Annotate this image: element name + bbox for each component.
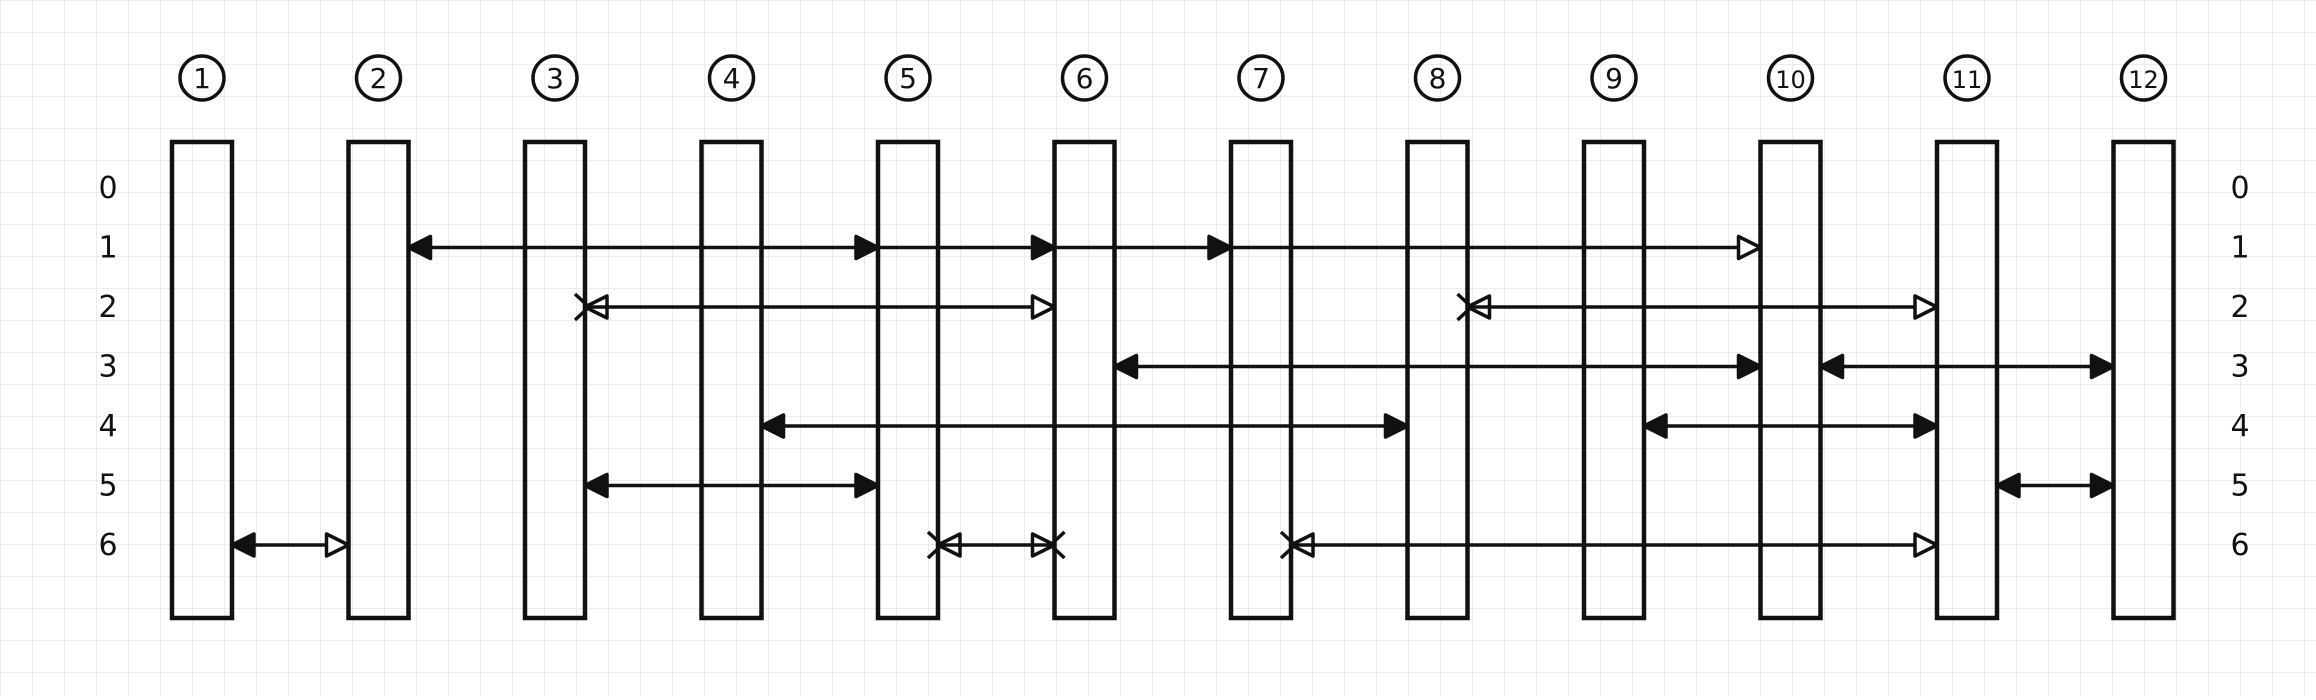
arrowhead-filled bbox=[406, 234, 433, 261]
column-header-label: 6 bbox=[1076, 62, 1094, 95]
arrowhead-filled bbox=[1383, 413, 1410, 439]
arrowhead-filled bbox=[1207, 234, 1233, 261]
arrowhead-open-chevron bbox=[1030, 530, 1066, 560]
column-bar-10 bbox=[1758, 139, 1823, 621]
row-label-right: 2 bbox=[2230, 290, 2249, 325]
row-label-right: 5 bbox=[2230, 469, 2249, 504]
row-label-left: 6 bbox=[98, 528, 117, 563]
row-label-right: 3 bbox=[2230, 350, 2249, 385]
column-header-circle-4 bbox=[707, 54, 756, 102]
connection-6-to-10 bbox=[1112, 353, 1763, 380]
column-header-label: 12 bbox=[2128, 66, 2159, 94]
arrowhead-filled bbox=[1642, 413, 1668, 439]
column-header-circle-11 bbox=[1943, 54, 1991, 102]
arrowhead-filled bbox=[2089, 353, 2116, 380]
column-header-label: 8 bbox=[1429, 62, 1447, 95]
column-header-label: 5 bbox=[899, 62, 917, 95]
row-labels-layer: 0 0 1 1 2 2 3 3 4 4 5 5 6 6 bbox=[98, 171, 2249, 563]
column-bar-7 bbox=[1228, 139, 1294, 621]
column-bar-6 bbox=[1052, 139, 1117, 621]
arrowhead-open bbox=[324, 532, 351, 558]
columns-layer bbox=[169, 139, 2176, 621]
column-bar-2 bbox=[346, 139, 411, 621]
arrowhead-open-chevron bbox=[573, 292, 609, 322]
row-label-left: 4 bbox=[98, 409, 117, 444]
arrowhead-open bbox=[1913, 294, 1939, 320]
row-label-right: 0 bbox=[2230, 171, 2249, 206]
arrowhead-filled bbox=[1112, 353, 1139, 380]
column-header-circle-6 bbox=[1060, 54, 1109, 102]
arrowhead-filled bbox=[2089, 472, 2116, 499]
arrowhead-open-chevron bbox=[1279, 530, 1315, 560]
column-bar-12 bbox=[2111, 139, 2176, 621]
connection-9-to-11 bbox=[1642, 413, 1939, 439]
connection-7-to-11 bbox=[1279, 530, 1939, 560]
connection-4-to-8 bbox=[759, 413, 1410, 439]
column-bar-4 bbox=[699, 139, 764, 621]
row-label-left: 2 bbox=[98, 290, 117, 325]
row-label-left: 5 bbox=[98, 469, 117, 504]
connection-5-to-6 bbox=[926, 530, 1066, 560]
column-header-label: 7 bbox=[1252, 62, 1270, 95]
arrowhead-filled bbox=[583, 472, 609, 499]
column-bar-8 bbox=[1405, 139, 1470, 621]
row-label-right: 4 bbox=[2230, 409, 2249, 444]
arrowhead-open-chevron bbox=[926, 530, 962, 560]
arrowhead-filled bbox=[854, 234, 880, 261]
row-label-right: 1 bbox=[2230, 231, 2249, 266]
row-label-left: 1 bbox=[98, 231, 117, 266]
arrowhead-filled bbox=[1995, 472, 2021, 499]
column-header-label: 11 bbox=[1952, 66, 1983, 94]
connection-2-to-10 bbox=[406, 234, 1763, 261]
arrowhead-open bbox=[1736, 234, 1763, 261]
arrowhead-filled bbox=[1818, 353, 1845, 380]
connection-11-to-12 bbox=[1995, 472, 2116, 499]
connection-8-to-11 bbox=[1456, 292, 1939, 322]
column-header-circle-5 bbox=[884, 54, 932, 102]
column-header-label: 4 bbox=[723, 62, 741, 95]
column-header-circle-3 bbox=[531, 54, 579, 102]
column-header-label: 2 bbox=[370, 62, 388, 95]
arrowhead-filled bbox=[759, 413, 786, 439]
column-header-circle-8 bbox=[1413, 54, 1462, 102]
column-header-circle-10 bbox=[1766, 54, 1815, 102]
row-label-left: 3 bbox=[98, 350, 117, 385]
connection-10-to-12 bbox=[1818, 353, 2116, 380]
column-header-label: 1 bbox=[193, 62, 211, 95]
column-bar-9 bbox=[1581, 139, 1647, 621]
connections-layer bbox=[230, 234, 2116, 560]
arrowhead-filled bbox=[1030, 234, 1057, 261]
connection-3-to-5 bbox=[583, 472, 880, 499]
row-label-right: 6 bbox=[2230, 528, 2249, 563]
arrowhead-open-chevron bbox=[1456, 292, 1492, 322]
column-bar-11 bbox=[1934, 139, 2000, 621]
column-header-label: 3 bbox=[546, 62, 564, 95]
column-bar-1 bbox=[169, 139, 235, 621]
arrowhead-filled bbox=[1913, 413, 1939, 439]
column-header-circle-9 bbox=[1590, 54, 1638, 102]
column-bar-5 bbox=[875, 139, 941, 621]
column-header-circle-12 bbox=[2119, 54, 2168, 102]
arrowhead-filled bbox=[230, 532, 256, 558]
arrowhead-open bbox=[1913, 532, 1939, 558]
column-header-circle-1 bbox=[178, 54, 226, 102]
connection-3-to-6 bbox=[573, 292, 1057, 322]
arrowhead-filled bbox=[1736, 353, 1763, 380]
column-bar-3 bbox=[522, 139, 588, 621]
column-header-circle-2 bbox=[354, 54, 403, 102]
row-label-left: 0 bbox=[98, 171, 117, 206]
column-header-label: 9 bbox=[1605, 62, 1623, 95]
connection-1-to-2 bbox=[230, 532, 351, 558]
arrowhead-filled bbox=[854, 472, 880, 499]
arrowhead-open bbox=[1030, 294, 1057, 320]
column-header-label: 10 bbox=[1775, 66, 1806, 94]
column-header-circle-7 bbox=[1237, 54, 1285, 102]
